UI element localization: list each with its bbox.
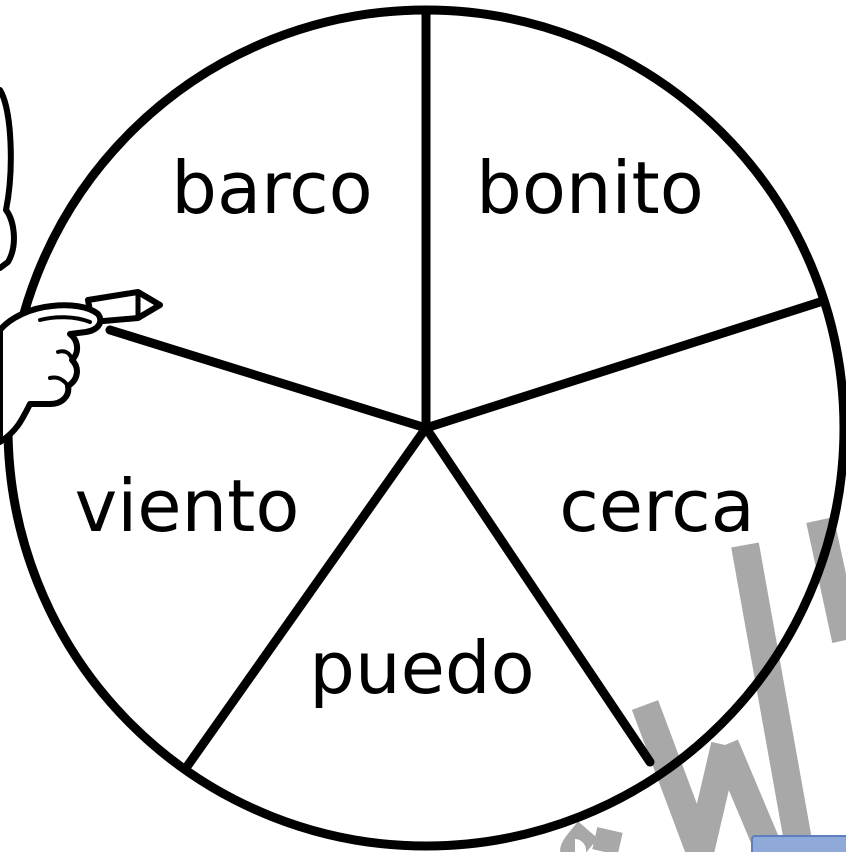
segment-label-viento: viento bbox=[75, 464, 300, 548]
divider-lower-left bbox=[181, 423, 431, 773]
segment-label-bonito: bonito bbox=[476, 146, 704, 230]
pointing-hand-icon bbox=[0, 87, 163, 445]
wheel-dividers bbox=[105, 7, 825, 773]
divider-upper-right bbox=[421, 297, 825, 433]
segment-label-cerca: cerca bbox=[559, 464, 755, 548]
divider-lower-right bbox=[421, 423, 655, 767]
divider-upper-left bbox=[105, 325, 431, 433]
segment-label-puedo: puedo bbox=[309, 626, 534, 710]
corner-badge bbox=[751, 835, 846, 852]
segment-label-barco: barco bbox=[171, 146, 372, 230]
